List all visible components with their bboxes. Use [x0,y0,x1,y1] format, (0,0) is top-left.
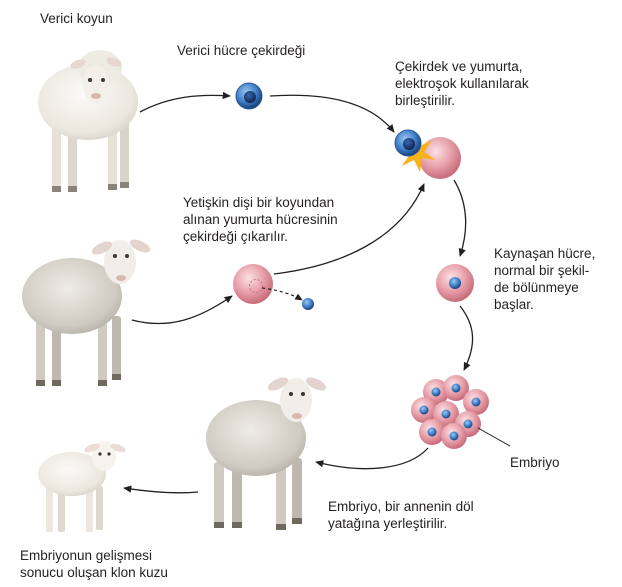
label-division-line: başlar. [494,297,534,312]
label-clone: Embriyonun gelişmesi sonucu oluşan klon … [20,547,168,581]
label-implant: Embriyo, bir annenin döl yatağına yerleş… [328,498,474,532]
label-embryo-text: Embriyo [510,455,560,470]
label-egg-line: çekirdeği çıkarılır. [183,229,289,244]
process-arrows [123,91,474,494]
label-clone-line: Embriyonun gelişmesi [20,548,153,563]
label-division-line: normal bir şekil- [494,263,590,278]
label-donor-sheep-text: Verici koyun [40,11,113,26]
label-fusion-line: Çekirdek ve yumurta, [395,59,523,74]
label-division-line: Kaynaşan hücre, [494,246,596,261]
label-fusion-line: birleştirilir. [395,93,456,108]
label-donor-nucleus: Verici hücre çekirdeği [177,42,305,59]
fused-cell [436,264,474,302]
label-implant-line: yatağına yerleştirilir. [328,516,448,531]
donor-nucleus-cell [235,82,263,110]
donor-sheep-illustration [38,50,138,192]
label-division-line: de bölünmeye [494,280,579,295]
label-egg-line: alınan yumurta hücresinin [183,212,338,227]
enucleated-egg-cell [233,264,314,310]
label-implant-line: Embriyo, bir annenin döl [328,499,474,514]
label-embryo: Embriyo [510,454,560,471]
label-division: Kaynaşan hücre, normal bir şekil- de böl… [494,245,595,313]
label-donor-nucleus-text: Verici hücre çekirdeği [177,43,306,58]
egg-donor-sheep-illustration [22,239,151,386]
clone-lamb-illustration [38,441,126,532]
label-fusion: Çekirdek ve yumurta, elektroşok kullanıl… [395,58,529,109]
label-donor-sheep: Verici koyun [40,10,113,27]
fusion-cells [394,129,461,179]
label-fusion-line: elektroşok kullanılarak [395,76,529,91]
surrogate-sheep-illustration [206,377,327,530]
label-clone-line: sonucu oluşan klon kuzu [20,565,168,580]
label-egg-line: Yetişkin dişi bir koyundan [183,195,335,210]
label-egg-enucleation: Yetişkin dişi bir koyundan alınan yumurt… [183,194,338,245]
embryo-cluster [411,375,511,449]
